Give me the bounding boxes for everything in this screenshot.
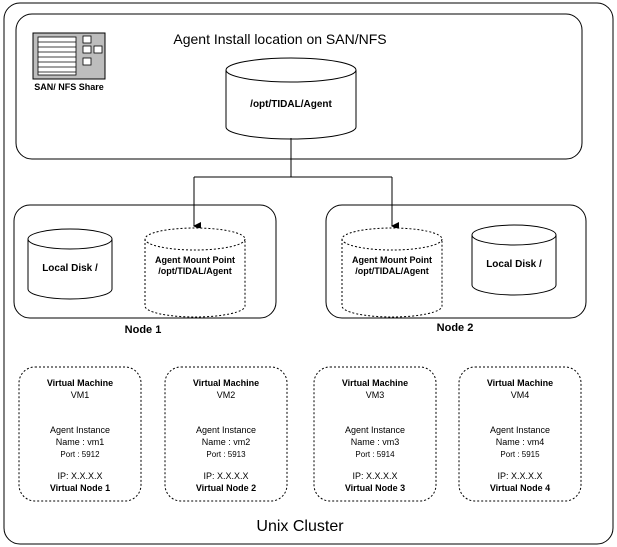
node-2-mount-title: Agent Mount Point [352,255,432,265]
vm-3-box: Virtual Machine VM3 Agent Instance Name … [313,366,437,502]
node-1-label: Node 1 [125,324,162,336]
agent-name: Name : vm2 [202,437,251,447]
agent-instance-label: Agent Instance [345,425,405,435]
agent-instance-label: Agent Instance [50,425,110,435]
agent-instance-label: Agent Instance [196,425,256,435]
virtual-node-label: Virtual Node 1 [50,483,110,493]
agent-name: Name : vm4 [496,437,545,447]
vm-id: VM4 [511,390,530,400]
node-2-mount-point: Agent Mount Point /opt/TIDAL/Agent [341,227,443,318]
agent-port: Port : 5912 [60,450,100,459]
san-disk-label: /opt/TIDAL/Agent [250,99,332,110]
node-1-mount-point: Agent Mount Point /opt/TIDAL/Agent [144,227,246,318]
agent-port: Port : 5915 [500,450,540,459]
node-1-panel: Local Disk / Agent Mount Point /opt/TIDA… [13,204,277,336]
san-panel: Agent Install location on SAN/NFS SAN/ N… [15,13,583,160]
virtual-node-label: Virtual Node 4 [490,483,550,493]
node-2-local-disk: Local Disk / [471,224,557,296]
vm-ip: IP: X.X.X.X [57,471,102,481]
node-2-panel: Agent Mount Point /opt/TIDAL/Agent Local… [325,204,587,334]
vm-id: VM2 [217,390,236,400]
agent-port: Port : 5913 [206,450,246,459]
vm-title: Virtual Machine [342,378,408,388]
agent-name: Name : vm1 [56,437,105,447]
agent-port: Port : 5914 [355,450,395,459]
unix-cluster-frame: Unix Cluster [3,2,614,545]
vm-ip: IP: X.X.X.X [203,471,248,481]
san-disk-cylinder: /opt/TIDAL/Agent [225,57,357,140]
agent-instance-label: Agent Instance [490,425,550,435]
vm-title: Virtual Machine [47,378,113,388]
vm-id: VM3 [366,390,385,400]
vm-ip: IP: X.X.X.X [352,471,397,481]
vm-ip: IP: X.X.X.X [497,471,542,481]
vm-title: Virtual Machine [193,378,259,388]
unix-cluster-label: Unix Cluster [256,518,344,535]
node-2-label: Node 2 [437,322,474,334]
node-1-local-disk-label: Local Disk / [42,263,98,274]
vm-2-box: Virtual Machine VM2 Agent Instance Name … [164,366,288,502]
agent-name: Name : vm3 [351,437,400,447]
virtual-node-label: Virtual Node 2 [196,483,256,493]
vm-title: Virtual Machine [487,378,553,388]
node-2-mount-path: /opt/TIDAL/Agent [355,266,429,276]
san-share-icon [32,32,106,80]
virtual-node-label: Virtual Node 3 [345,483,405,493]
node-2-local-disk-label: Local Disk / [486,259,542,270]
node-1-mount-title: Agent Mount Point [155,255,235,265]
vm-id: VM1 [71,390,90,400]
san-share-label: SAN/ NFS Share [34,82,104,92]
san-title: Agent Install location on SAN/NFS [173,31,386,47]
mount-connectors [193,138,399,230]
node-1-local-disk: Local Disk / [27,228,113,300]
node-1-mount-path: /opt/TIDAL/Agent [158,266,232,276]
vm-1-box: Virtual Machine VM1 Agent Instance Name … [18,366,142,502]
vm-4-box: Virtual Machine VM4 Agent Instance Name … [458,366,582,502]
